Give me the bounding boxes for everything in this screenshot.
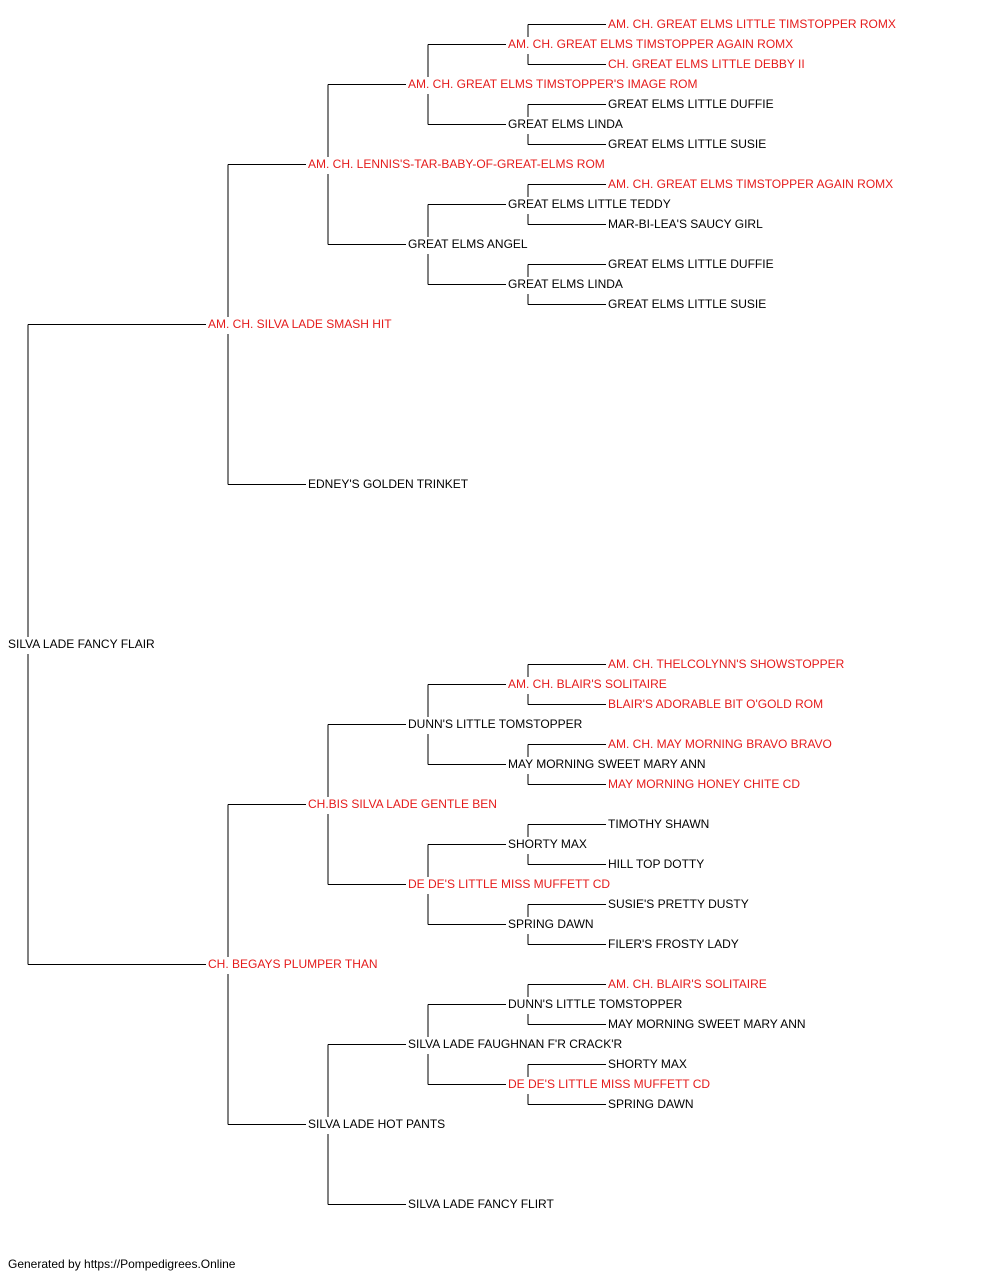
footer-credit: Generated by https://Pompedigrees.Online: [8, 1257, 236, 1271]
pedigree-node: SUSIE'S PRETTY DUSTY: [608, 897, 749, 911]
pedigree-node: MAR-BI-LEA'S SAUCY GIRL: [608, 217, 763, 231]
pedigree-node: GREAT ELMS ANGEL: [408, 237, 528, 251]
pedigree-node: MAY MORNING SWEET MARY ANN: [608, 1017, 806, 1031]
pedigree-node: DUNN'S LITTLE TOMSTOPPER: [408, 717, 583, 731]
pedigree-node: BLAIR'S ADORABLE BIT O'GOLD ROM: [608, 697, 823, 711]
pedigree-node: EDNEY'S GOLDEN TRINKET: [308, 477, 469, 491]
pedigree-node: SILVA LADE FAUGHNAN F'R CRACK'R: [408, 1037, 623, 1051]
pedigree-node: SPRING DAWN: [608, 1097, 694, 1111]
pedigree-node: GREAT ELMS LITTLE SUSIE: [608, 297, 766, 311]
pedigree-node: SHORTY MAX: [508, 837, 587, 851]
pedigree-node: AM. CH. GREAT ELMS LITTLE TIMSTOPPER ROM…: [608, 17, 896, 31]
pedigree-node: FILER'S FROSTY LADY: [608, 937, 739, 951]
pedigree-node: SILVA LADE FANCY FLIRT: [408, 1197, 555, 1211]
pedigree-node: SPRING DAWN: [508, 917, 594, 931]
pedigree-node: SILVA LADE HOT PANTS: [308, 1117, 445, 1131]
pedigree-node: DE DE'S LITTLE MISS MUFFETT CD: [508, 1077, 710, 1091]
pedigree-node: CH. BEGAYS PLUMPER THAN: [208, 957, 378, 971]
pedigree-node: AM. CH. BLAIR'S SOLITAIRE: [608, 977, 767, 991]
pedigree-node: SILVA LADE FANCY FLAIR: [8, 637, 155, 651]
pedigree-node: MAY MORNING SWEET MARY ANN: [508, 757, 706, 771]
pedigree-connector-lines: [27, 24, 606, 1205]
pedigree-node: SHORTY MAX: [608, 1057, 687, 1071]
pedigree-node: DUNN'S LITTLE TOMSTOPPER: [508, 997, 683, 1011]
pedigree-node: AM. CH. GREAT ELMS TIMSTOPPER AGAIN ROMX: [608, 177, 893, 191]
pedigree-node: AM. CH. MAY MORNING BRAVO BRAVO: [608, 737, 832, 751]
pedigree-node: GREAT ELMS LITTLE SUSIE: [608, 137, 766, 151]
pedigree-node: AM. CH. THELCOLYNN'S SHOWSTOPPER: [608, 657, 845, 671]
pedigree-node: GREAT ELMS LITTLE TEDDY: [508, 197, 671, 211]
pedigree-node: CH.BIS SILVA LADE GENTLE BEN: [308, 797, 497, 811]
pedigree-labels: SILVA LADE FANCY FLAIR AM. CH. SILVA LADE…: [8, 17, 896, 1211]
pedigree-node: AM. CH. GREAT ELMS TIMSTOPPER AGAIN ROMX: [508, 37, 793, 51]
pedigree-node: CH. GREAT ELMS LITTLE DEBBY II: [608, 57, 805, 71]
pedigree-node: AM. CH. BLAIR'S SOLITAIRE: [508, 677, 667, 691]
pedigree-node: AM. CH. LENNIS'S-TAR-BABY-OF-GREAT-ELMS …: [308, 157, 605, 171]
pedigree-node: GREAT ELMS LINDA: [508, 117, 623, 131]
pedigree-node: DE DE'S LITTLE MISS MUFFETT CD: [408, 877, 610, 891]
pedigree-node: AM. CH. GREAT ELMS TIMSTOPPER'S IMAGE RO…: [408, 77, 697, 91]
pedigree-node: GREAT ELMS LINDA: [508, 277, 623, 291]
pedigree-node: MAY MORNING HONEY CHITE CD: [608, 777, 800, 791]
pedigree-node: GREAT ELMS LITTLE DUFFIE: [608, 257, 774, 271]
pedigree-node: AM. CH. SILVA LADE SMASH HIT: [208, 317, 392, 331]
pedigree-node: HILL TOP DOTTY: [608, 857, 704, 871]
pedigree-node: GREAT ELMS LITTLE DUFFIE: [608, 97, 774, 111]
pedigree-node: TIMOTHY SHAWN: [608, 817, 709, 831]
